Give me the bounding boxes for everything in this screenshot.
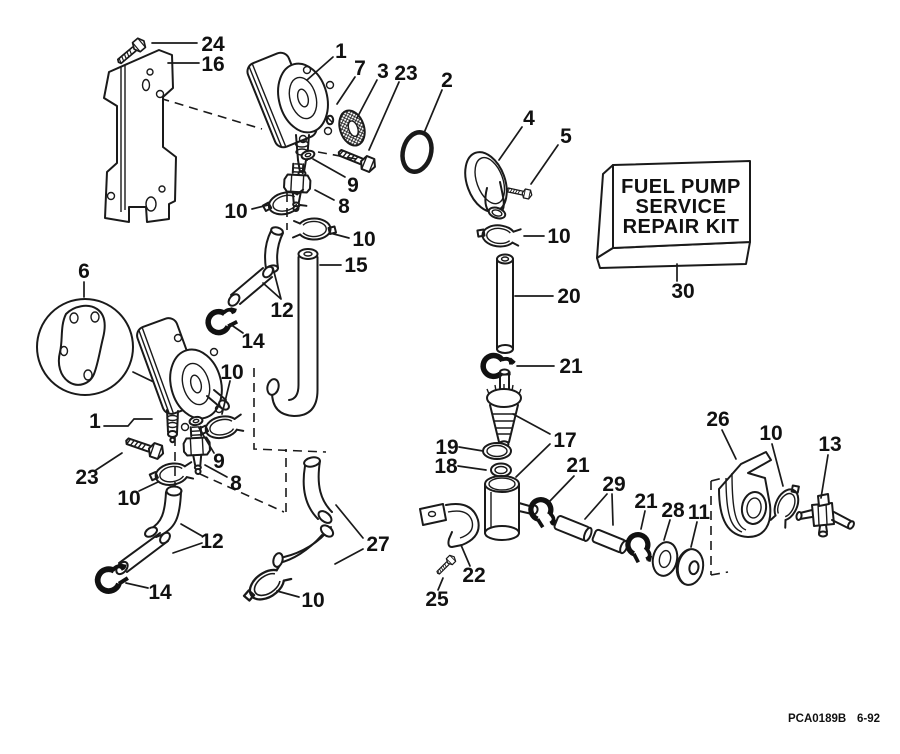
kit-box-line1: FUEL PUMP [621, 176, 741, 198]
hose-27 [272, 456, 335, 568]
callout-labels: 24 16 1 7 3 23 2 4 5 9 8 10 10 15 10 20 … [75, 33, 841, 612]
seal-ring-19 [482, 442, 512, 460]
callout-2: 2 [441, 69, 453, 92]
hose-clamp-10b [292, 217, 337, 241]
callout-8-top: 8 [338, 195, 350, 218]
hose-clamp-10f [238, 559, 295, 611]
drawing-date: 6-92 [857, 713, 880, 725]
fuel-pump-upper [246, 51, 335, 181]
wire-clamp-21a [481, 354, 515, 380]
hose-12-upper [227, 226, 284, 307]
cup-clamp-22 [419, 503, 480, 548]
callout-22: 22 [462, 564, 485, 587]
callout-4: 4 [523, 107, 535, 130]
callout-21-b: 21 [566, 454, 590, 477]
wire-clamp-14-upper [206, 307, 241, 335]
callout-28: 28 [661, 499, 685, 522]
callout-14-low: 14 [148, 581, 172, 604]
washer-9-lower [187, 414, 205, 428]
callout-17: 17 [553, 429, 576, 452]
grommet-11 [675, 548, 705, 586]
callout-18: 18 [434, 455, 458, 478]
callout-26: 26 [706, 408, 729, 431]
callout-10-f: 10 [301, 589, 324, 612]
callout-29: 29 [602, 473, 625, 496]
callout-8-low: 8 [230, 472, 242, 495]
bolt-23-lower [122, 433, 167, 462]
kit-box-line3: REPAIR KIT [623, 216, 740, 238]
wire-clamp-21b [528, 497, 557, 531]
callout-11: 11 [688, 501, 711, 524]
pump-inlet-nipple [166, 409, 179, 444]
callout-25: 25 [425, 588, 449, 611]
callout-23-top: 23 [394, 62, 417, 85]
clamp-screw-25 [434, 553, 458, 577]
gasket-detail-circle [36, 298, 163, 396]
washer-28 [651, 541, 679, 577]
callout-10-e: 10 [117, 487, 140, 510]
callout-1-low: 1 [89, 410, 101, 433]
hose-clamp-10c [475, 222, 522, 250]
callout-leader-lines [83, 42, 829, 598]
callout-5: 5 [560, 125, 572, 148]
filter-screen [338, 109, 366, 147]
callout-12-top: 12 [270, 299, 293, 322]
callout-27: 27 [366, 533, 389, 556]
callout-23-low: 23 [75, 466, 98, 489]
callout-21-c: 21 [634, 490, 658, 513]
callout-7: 7 [354, 57, 366, 80]
callout-16: 16 [201, 53, 224, 76]
callout-14-top: 14 [241, 330, 265, 353]
callout-12-low: 12 [200, 530, 223, 553]
callout-9-top: 9 [347, 174, 359, 197]
bolt-23-upper [335, 144, 379, 175]
pump-housing-26 [718, 451, 772, 538]
callout-10-b: 10 [352, 228, 375, 251]
callout-9-low: 9 [213, 450, 225, 473]
hose-15 [266, 248, 319, 417]
drawing-code: PCA0189B [788, 713, 846, 725]
o-ring [400, 130, 434, 174]
fuel-pump-lower [136, 317, 230, 444]
hose-clamp-10a [260, 186, 310, 221]
callout-10-g: 10 [759, 422, 782, 445]
pump-cover-funnel [464, 151, 508, 220]
fuel-tube-20 [496, 253, 514, 354]
fuel-fitting-13 [795, 493, 855, 538]
callout-20: 20 [557, 285, 580, 308]
cover-screw-5 [505, 184, 534, 201]
filter-element-17 [486, 368, 522, 448]
hose-clamp-10g [767, 479, 807, 530]
callout-24: 24 [201, 33, 225, 56]
callout-13: 13 [818, 433, 841, 456]
kit-box-line2: SERVICE [636, 196, 727, 218]
callout-6: 6 [78, 260, 90, 283]
callout-3: 3 [377, 60, 389, 83]
footer-plate-code: PCA0189B 6-92 [788, 713, 880, 725]
callout-10-c: 10 [547, 225, 570, 248]
seal-ring-18 [490, 462, 512, 478]
wire-clamp-21c [626, 532, 653, 565]
mounting-bracket [103, 49, 177, 223]
hose-29-b [591, 528, 629, 555]
callout-10-a: 10 [224, 200, 247, 223]
callout-10-d: 10 [220, 361, 243, 384]
callout-19: 19 [435, 436, 458, 459]
hose-29-a [553, 515, 593, 542]
callout-1-top: 1 [335, 40, 347, 63]
callout-21-a: 21 [559, 355, 583, 378]
service-kit-box: FUEL PUMP SERVICE REPAIR KIT [596, 160, 751, 269]
pump-screw-7 [325, 114, 335, 126]
callout-15: 15 [344, 254, 368, 277]
callout-30: 30 [671, 280, 694, 303]
